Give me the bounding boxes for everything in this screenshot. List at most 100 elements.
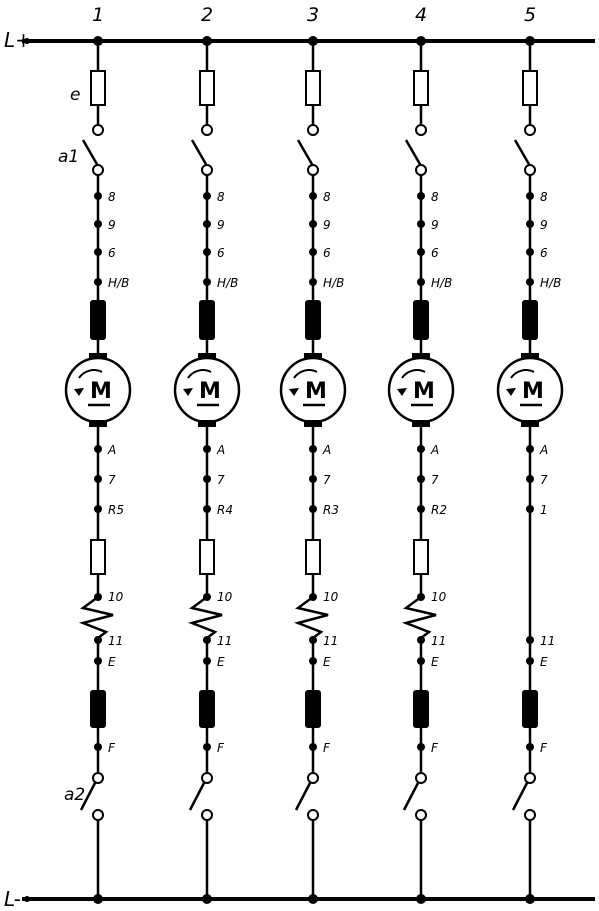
terminal-dot bbox=[526, 220, 534, 228]
terminal-label: 11 bbox=[540, 634, 555, 648]
motor-brush-top bbox=[304, 353, 322, 360]
terminal-ring bbox=[92, 809, 104, 821]
wire bbox=[402, 782, 420, 811]
terminal-label: E bbox=[108, 655, 116, 669]
terminal-ring bbox=[524, 124, 536, 136]
wire bbox=[511, 782, 529, 811]
terminal-dot bbox=[526, 657, 534, 665]
motor-brush-bottom bbox=[412, 420, 430, 427]
terminal-label: H/B bbox=[108, 276, 129, 290]
terminal-label: 8 bbox=[217, 190, 225, 204]
terminal-ring bbox=[201, 164, 213, 176]
fuse bbox=[522, 70, 538, 106]
rheostat bbox=[401, 595, 437, 639]
terminal-dot bbox=[203, 475, 211, 483]
terminal-ring bbox=[415, 164, 427, 176]
terminal-dot bbox=[417, 192, 425, 200]
shunt-coil bbox=[413, 690, 429, 728]
terminal-ring bbox=[524, 772, 536, 784]
motor-letter: M bbox=[90, 379, 112, 404]
branch-number: 5 bbox=[524, 4, 536, 26]
terminal-label: H/B bbox=[431, 276, 452, 290]
terminal-dot bbox=[526, 743, 534, 751]
terminal-label: 7 bbox=[323, 473, 331, 487]
motor-letter: M bbox=[522, 379, 544, 404]
rotation-arrow-icon bbox=[401, 369, 426, 379]
motor-letter: M bbox=[199, 379, 221, 404]
wire bbox=[81, 139, 100, 167]
terminal-label: 8 bbox=[323, 190, 331, 204]
terminal-label: 9 bbox=[431, 218, 439, 232]
terminal-label: 9 bbox=[108, 218, 116, 232]
terminal-dot bbox=[309, 445, 317, 453]
terminal-dot bbox=[417, 445, 425, 453]
terminal-label: 6 bbox=[431, 246, 439, 260]
terminal-label: 10 bbox=[431, 590, 447, 604]
fuse bbox=[305, 70, 321, 106]
terminal-label: 8 bbox=[540, 190, 548, 204]
terminal-dot bbox=[94, 278, 102, 286]
terminal-label: E bbox=[323, 655, 331, 669]
branch-number: 4 bbox=[415, 4, 427, 26]
terminal-label: 7 bbox=[108, 473, 116, 487]
terminal-label: F bbox=[323, 741, 331, 755]
terminal-label: 6 bbox=[108, 246, 116, 260]
terminal-ring bbox=[307, 772, 319, 784]
terminal-label: 6 bbox=[540, 246, 548, 260]
terminal-dot bbox=[94, 248, 102, 256]
resistor bbox=[199, 539, 215, 575]
rotation-arrowhead-icon bbox=[183, 388, 193, 396]
terminal-label: E bbox=[431, 655, 439, 669]
rotation-arrow-icon bbox=[293, 369, 318, 379]
terminal-label: 8 bbox=[108, 190, 116, 204]
terminal-label: A bbox=[430, 443, 439, 457]
terminal-dot bbox=[94, 636, 102, 644]
rotation-arrow-icon bbox=[510, 369, 535, 379]
terminal-label: R4 bbox=[217, 503, 233, 517]
branch-number: 3 bbox=[307, 4, 319, 26]
terminal-dot bbox=[309, 248, 317, 256]
wire bbox=[513, 139, 532, 167]
positive-rail: L+ bbox=[4, 28, 595, 52]
terminal-label: 11 bbox=[217, 634, 232, 648]
terminal-label: 6 bbox=[217, 246, 225, 260]
terminal-label: R5 bbox=[108, 503, 124, 517]
terminal-dot bbox=[203, 657, 211, 665]
terminal-dot bbox=[203, 220, 211, 228]
motor-brush-bottom bbox=[304, 420, 322, 427]
terminal-label: E bbox=[540, 655, 548, 669]
terminal-ring bbox=[92, 124, 104, 136]
terminal-label: F bbox=[217, 741, 225, 755]
rheostat bbox=[78, 595, 114, 639]
terminal-dot bbox=[94, 220, 102, 228]
fuse bbox=[413, 70, 429, 106]
terminal-dot bbox=[417, 743, 425, 751]
terminal-dot bbox=[203, 636, 211, 644]
fuse-label: e bbox=[70, 85, 80, 105]
terminal-dot bbox=[203, 743, 211, 751]
terminal-ring bbox=[92, 772, 104, 784]
terminal-label: F bbox=[431, 741, 439, 755]
terminal-dot bbox=[417, 475, 425, 483]
motor-brush-top bbox=[521, 353, 539, 360]
branch-number: 1 bbox=[92, 4, 104, 26]
terminal-label: 7 bbox=[217, 473, 225, 487]
terminal-dot bbox=[94, 192, 102, 200]
fuse bbox=[90, 70, 106, 106]
rheostat bbox=[293, 595, 329, 639]
terminal-label: H/B bbox=[540, 276, 561, 290]
terminal-dot bbox=[309, 192, 317, 200]
terminal-dot bbox=[526, 248, 534, 256]
terminal-ring bbox=[307, 124, 319, 136]
terminal-ring bbox=[524, 809, 536, 821]
terminal-dot bbox=[203, 505, 211, 513]
terminal-ring bbox=[201, 809, 213, 821]
terminal-dot bbox=[417, 220, 425, 228]
terminal-ring bbox=[92, 164, 104, 176]
terminal-ring bbox=[201, 124, 213, 136]
